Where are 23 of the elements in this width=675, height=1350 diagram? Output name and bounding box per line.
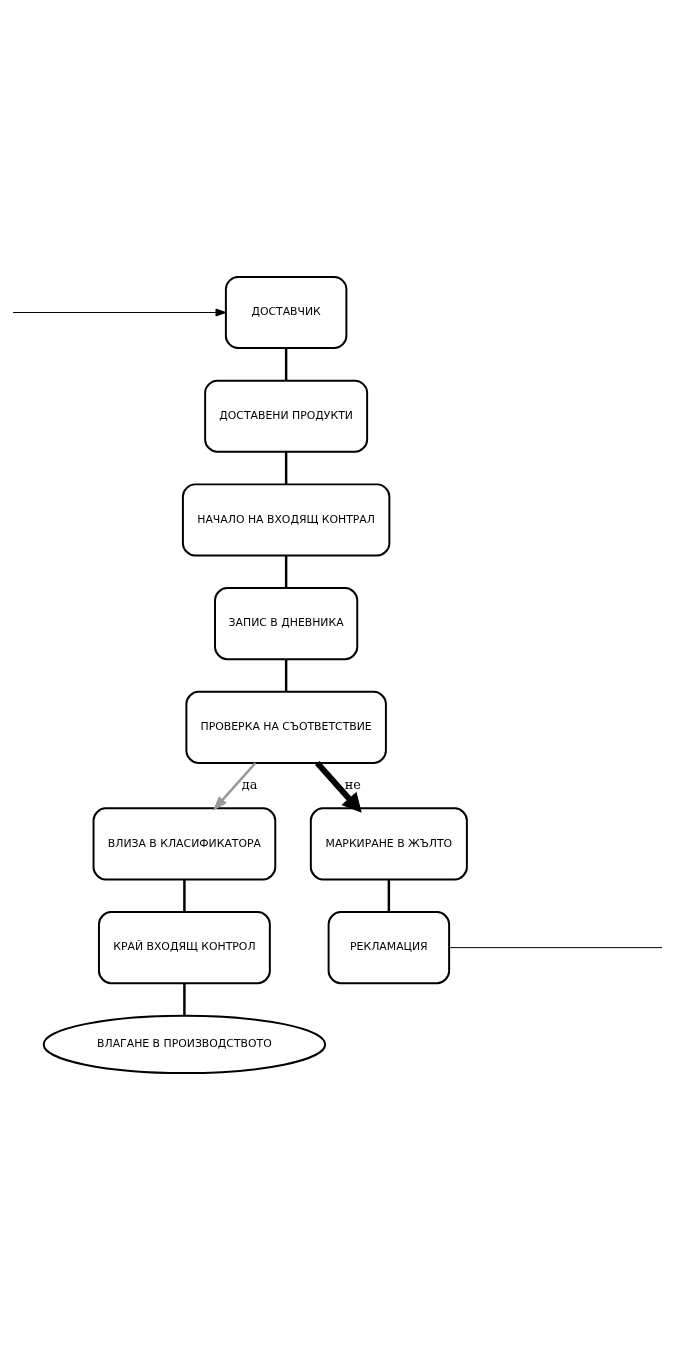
- connector: [284, 659, 288, 692]
- connector: [183, 879, 186, 913]
- node-ellipse: ВЛАГАНЕ В ПРОИЗВОДСТВОТО: [42, 1014, 327, 1075]
- node-box: ДОСТАВЧИК: [224, 275, 348, 350]
- edge-label: не: [344, 776, 361, 792]
- connector: [284, 348, 288, 381]
- connector: [284, 555, 288, 589]
- node-box: КРАЙ ВХОДЯЩ КОНТРОЛ: [98, 911, 271, 985]
- connector: [284, 451, 288, 485]
- arrow: [315, 761, 362, 813]
- edge-label: да: [241, 776, 258, 792]
- arrow: [12, 308, 227, 317]
- connector: [387, 879, 391, 913]
- node-box: МАРКИРАНЕ В ЖЪЛТО: [309, 807, 468, 881]
- node-box: ДОСТАВЕНИ ПРОДУКТИ: [204, 379, 369, 453]
- node-box: НАЧАЛО НА ВХОДЯЩ КОНТРАЛ: [181, 483, 391, 557]
- arrow: [212, 762, 257, 811]
- node-box: РЕКЛАМАЦИЯ: [327, 911, 451, 985]
- node-box: ВЛИЗА В КЛАСИФИКАТОРА: [92, 807, 277, 881]
- connector: [448, 947, 663, 949]
- node-box: ЗАПИС В ДНЕВНИКА: [214, 587, 359, 661]
- connector: [183, 983, 186, 1016]
- node-box: ПРОВЕРКА НА СЪОТВЕТСТВИЕ: [185, 690, 387, 764]
